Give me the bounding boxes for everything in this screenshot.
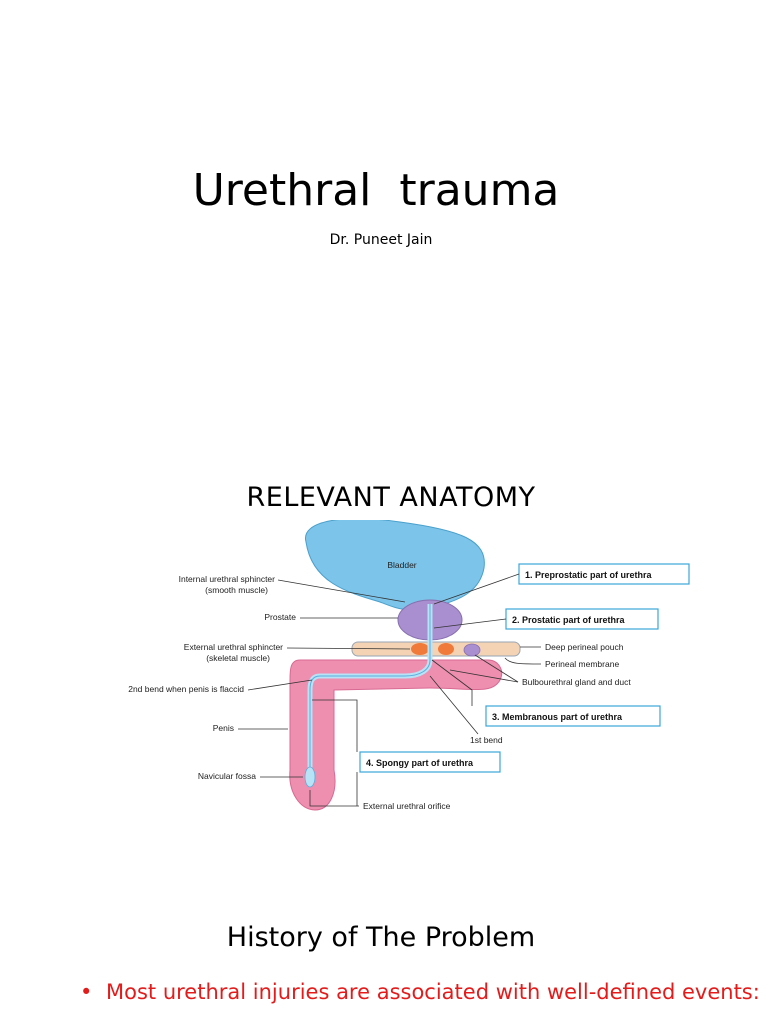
bladder-shape xyxy=(305,520,485,611)
box-membranous xyxy=(485,705,661,727)
external-sphincter-label-2: (skeletal muscle) xyxy=(206,653,270,663)
external-orifice-label: External urethral orifice xyxy=(363,801,451,811)
external-sphincter-label-1: External urethral sphincter xyxy=(184,642,283,652)
penis-label: Penis xyxy=(213,723,234,733)
bullet-dot: • xyxy=(80,980,93,1004)
second-bend-label: 2nd bend when penis is flaccid xyxy=(128,684,244,694)
bulbourethral-label: Bulbourethral gland and duct xyxy=(522,677,631,687)
navicular-fossa-label: Navicular fossa xyxy=(198,771,256,781)
box-spongy-label: 4. Spongy part of urethra xyxy=(366,758,474,768)
internal-sphincter-label-1: Internal urethral sphincter xyxy=(179,574,276,584)
prostate-label: Prostate xyxy=(264,612,296,622)
external-sphincter xyxy=(411,643,429,655)
urethra-anatomy-diagram: Bladder Internal urethral sphincter (smo… xyxy=(128,520,690,811)
box-prostatic-label: 2. Prostatic part of urethra xyxy=(512,615,626,625)
history-bullet: • Most urethral injuries are associated w… xyxy=(80,980,760,1004)
box-spongy xyxy=(359,751,501,773)
first-bend-label: 1st bend xyxy=(470,735,503,745)
slide-author: Dr. Puneet Jain xyxy=(329,232,433,248)
bullet-text: Most urethral injuries are associated wi… xyxy=(106,980,760,1004)
bladder-label: Bladder xyxy=(387,560,416,570)
deep-perineal-pouch-label: Deep perineal pouch xyxy=(545,642,624,652)
anatomy-heading: RELEVANT ANATOMY xyxy=(246,482,536,513)
sphincter-right xyxy=(438,643,454,655)
internal-sphincter-label-2: (smooth muscle) xyxy=(205,585,268,595)
navicular-fossa-shape xyxy=(304,766,316,788)
box-membranous-label: 3. Membranous part of urethra xyxy=(492,712,623,722)
history-heading: History of The Problem xyxy=(226,922,536,953)
slide-title: Urethral trauma xyxy=(192,165,560,216)
perineal-membrane-label: Perineal membrane xyxy=(545,659,619,669)
box-preprostatic-label: 1. Preprostatic part of urethra xyxy=(525,570,653,580)
bulbourethral-gland xyxy=(463,643,481,657)
